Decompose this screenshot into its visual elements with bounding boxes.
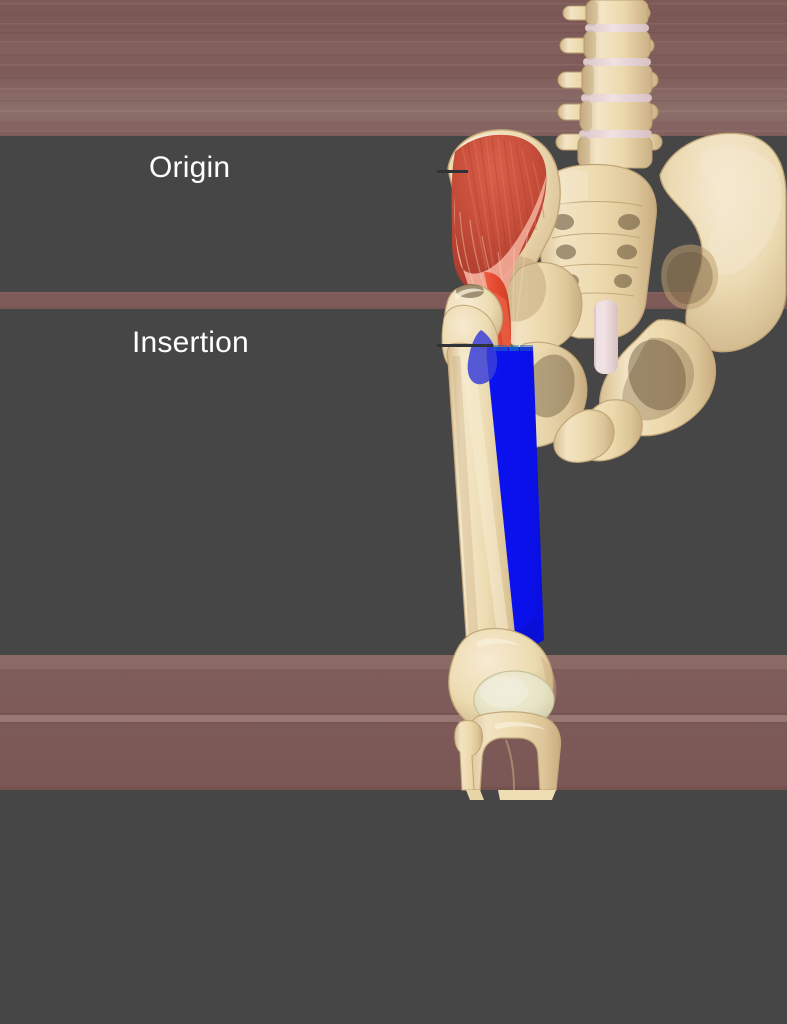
sacrum <box>535 163 657 374</box>
background-band-top <box>0 0 787 136</box>
insertion-leader-line <box>437 344 493 347</box>
band-lower-stripes <box>0 655 787 790</box>
background-band-lower <box>0 655 787 790</box>
iliotibial-insertion <box>467 330 544 654</box>
band-middle-stripes <box>0 292 787 309</box>
origin-leader-line <box>437 170 468 173</box>
insertion-label: Insertion <box>132 326 249 359</box>
band-top-stripes <box>0 0 787 136</box>
background-band-middle <box>0 292 787 309</box>
origin-label: Origin <box>149 151 231 184</box>
femur <box>441 284 525 665</box>
coccyx <box>594 300 618 374</box>
